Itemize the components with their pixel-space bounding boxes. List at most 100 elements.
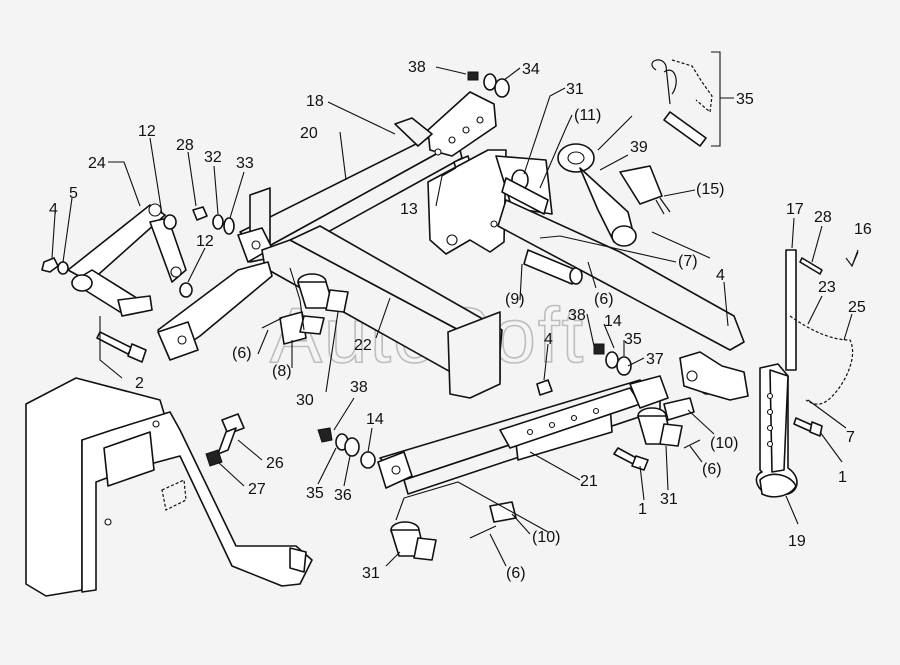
pin-11 <box>501 177 549 215</box>
lower-right-lug <box>629 375 669 409</box>
callout-32: 31 <box>566 81 584 98</box>
leader-25 <box>843 313 853 341</box>
leader-24 <box>807 295 823 325</box>
pin-36 <box>663 111 707 147</box>
leader-4c <box>723 281 729 327</box>
leader-14b <box>367 427 373 453</box>
callout-31-bottom: 31 <box>362 565 380 582</box>
leader-bottom-bracket <box>403 481 549 533</box>
bolt-1-head <box>631 455 649 471</box>
callout-2: 2 <box>135 375 144 392</box>
leader-28a <box>187 151 197 207</box>
callout-35-low: 35 <box>306 485 324 502</box>
callout-22: 22 <box>354 337 372 354</box>
leader-3-29 <box>597 115 633 151</box>
plate-window <box>103 431 155 487</box>
callout-8: (8) <box>272 363 292 380</box>
leader-21 <box>529 451 581 481</box>
bolt-shank <box>96 331 133 355</box>
washer-34 <box>223 217 235 235</box>
plate-hole <box>434 148 442 156</box>
hitch-side <box>769 369 789 473</box>
callout-3-29: 39 <box>630 139 648 156</box>
leader-38b <box>586 313 595 347</box>
callout-38-top: 38 <box>408 59 426 76</box>
leader-10b <box>511 513 531 535</box>
leader-6a <box>587 261 597 289</box>
leader-15 <box>663 189 696 197</box>
leader-18 <box>327 101 396 135</box>
leader-23 <box>108 161 141 207</box>
bracket-lug <box>394 117 433 147</box>
center-frame-top <box>289 225 503 353</box>
plate-hole <box>104 518 112 526</box>
leader-11 <box>539 114 573 189</box>
grease-nipple-38 <box>467 71 479 81</box>
left-link-assembly <box>67 203 187 317</box>
callout-28-left: 28 <box>176 137 194 154</box>
callout-38-mid: 38 <box>568 307 586 324</box>
washer <box>605 351 619 369</box>
leader-4 <box>51 213 56 259</box>
hitch-hole <box>766 440 774 448</box>
pin-28 <box>799 257 823 275</box>
leader-12b <box>187 247 206 283</box>
leader-lines <box>51 51 859 567</box>
leader-7b <box>807 399 847 429</box>
callout-6-right: (6) <box>702 461 722 478</box>
upper-bar <box>239 127 459 251</box>
bracket-hole <box>490 220 498 228</box>
leader-35a <box>503 67 521 81</box>
pin-15 <box>619 165 663 205</box>
nut <box>41 257 59 273</box>
pin-31b-handle <box>413 537 437 561</box>
bushing <box>71 274 93 292</box>
callout-4-left: 4 <box>49 201 58 218</box>
chain-24-25 <box>789 315 854 405</box>
callout-1-mid: 1 <box>638 501 647 518</box>
leader-10a <box>687 409 715 435</box>
callout-7-right: 7 <box>846 429 855 446</box>
callout-6-bottom: (6) <box>506 565 526 582</box>
bush <box>163 214 177 230</box>
leader-6d <box>489 533 507 567</box>
leader-20 <box>339 131 347 181</box>
callout-12-mid: 12 <box>196 233 214 250</box>
callout-31-right: 31 <box>660 491 678 508</box>
bush-14 <box>360 451 376 469</box>
arrow-16 <box>845 251 859 268</box>
leader-37a <box>627 357 645 367</box>
callout-10-right: (10) <box>710 435 738 452</box>
leader-35c <box>317 447 337 485</box>
washer-35b <box>494 78 510 98</box>
callout-37-low: 36 <box>334 487 352 504</box>
arm-link-hole <box>170 266 182 278</box>
leader-29b <box>599 154 629 171</box>
hitch-hole <box>766 424 774 432</box>
callout-6-top: (6) <box>594 291 614 308</box>
pin-9 <box>523 249 577 285</box>
leader-7a <box>539 235 677 263</box>
leader-30b <box>325 311 339 393</box>
leader-9 <box>519 263 523 301</box>
leader-5 <box>62 197 73 263</box>
leader-6b <box>257 329 269 355</box>
callout-1-right: 1 <box>838 469 847 486</box>
pin-31-handle <box>659 423 683 447</box>
callout-4-mid: 4 <box>544 331 553 348</box>
bracket-hole <box>446 234 458 246</box>
leader-27 <box>217 461 245 487</box>
link-eye-hole <box>567 151 585 165</box>
hook-tip <box>759 473 797 498</box>
leader-28b <box>811 225 823 263</box>
leader-1b <box>819 431 843 463</box>
retaining-chain <box>671 59 713 114</box>
leader-30 <box>289 267 305 331</box>
leader-36 <box>711 51 734 147</box>
lever-end-hole <box>177 335 187 345</box>
hitch-assembly <box>755 249 854 498</box>
leader-1a <box>639 465 645 501</box>
lower-plate-hole <box>548 421 556 429</box>
callout-13: 13 <box>400 201 418 218</box>
